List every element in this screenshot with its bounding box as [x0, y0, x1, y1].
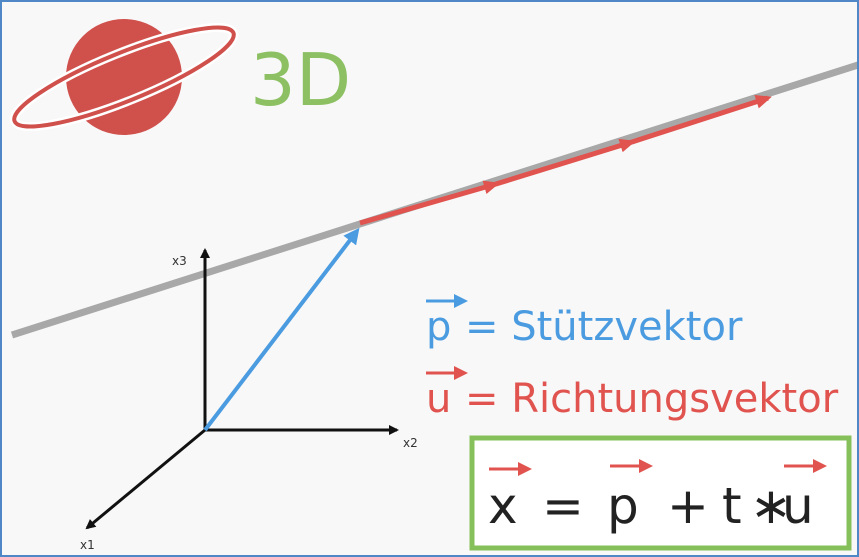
legend-support-vector: p = Stützvektor [426, 294, 743, 350]
arrowhead-icon [639, 459, 653, 473]
formula-times: ∗ [750, 477, 792, 535]
axis-x1 [85, 428, 206, 530]
support-vector [203, 227, 360, 432]
direction-vector-1 [359, 180, 500, 226]
arrowhead-icon [454, 366, 468, 380]
legend-text-u: = Richtungsvektor [465, 376, 839, 422]
axis-label-x1: x1 [80, 538, 95, 552]
direction-vectors [359, 95, 772, 226]
legend-text-p: = Stützvektor [465, 304, 743, 350]
legend-symbol-u: u [426, 376, 451, 422]
formula-box: x = p + t ∗ u [469, 435, 852, 551]
axis-label-x3: x3 [172, 254, 187, 268]
direction-vector-2 [495, 138, 636, 187]
coordinate-axes [85, 248, 399, 530]
direction-vector-3 [631, 95, 772, 145]
legend-direction-vector: u = Richtungsvektor [426, 366, 839, 422]
formula-t: t [722, 477, 742, 535]
axis-label-x2: x2 [403, 436, 418, 450]
saturn-planet-icon [9, 19, 239, 135]
arrowhead-icon [813, 459, 827, 473]
formula-plus: + [667, 477, 709, 535]
arrowhead-icon [454, 294, 468, 308]
formula-u: u [782, 477, 814, 535]
formula-equals: = [542, 477, 584, 535]
logo-text: 3D [250, 38, 351, 122]
formula-p: p [607, 477, 639, 535]
legend-symbol-p: p [426, 304, 451, 350]
formula-x: x [488, 477, 518, 535]
arrowhead-icon [518, 462, 532, 476]
